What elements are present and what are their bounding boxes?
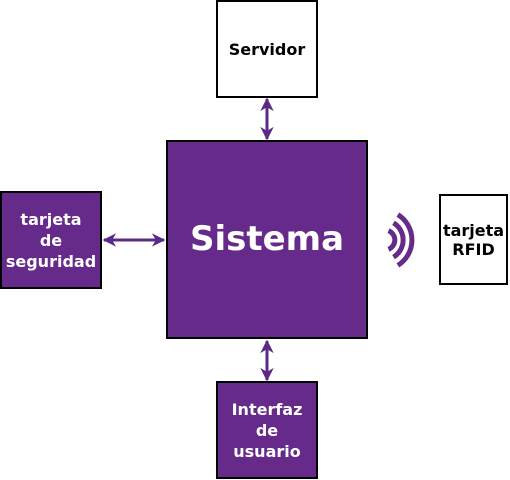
interfaz-usuario-label: Interfaz de usuario (231, 399, 303, 461)
tarjeta-rfid-label: tarjeta RFID (442, 220, 505, 259)
wireless-signal-icon (387, 212, 415, 268)
sistema-box: Sistema (166, 140, 368, 339)
tarjeta-seguridad-label: tarjeta de seguridad (5, 209, 97, 271)
interfaz-usuario-box: Interfaz de usuario (216, 381, 318, 479)
tarjeta-seguridad-box: tarjeta de seguridad (0, 191, 102, 289)
servidor-box: Servidor (216, 0, 318, 98)
tarjeta-rfid-box: tarjeta RFID (439, 194, 508, 285)
servidor-label: Servidor (228, 39, 306, 59)
